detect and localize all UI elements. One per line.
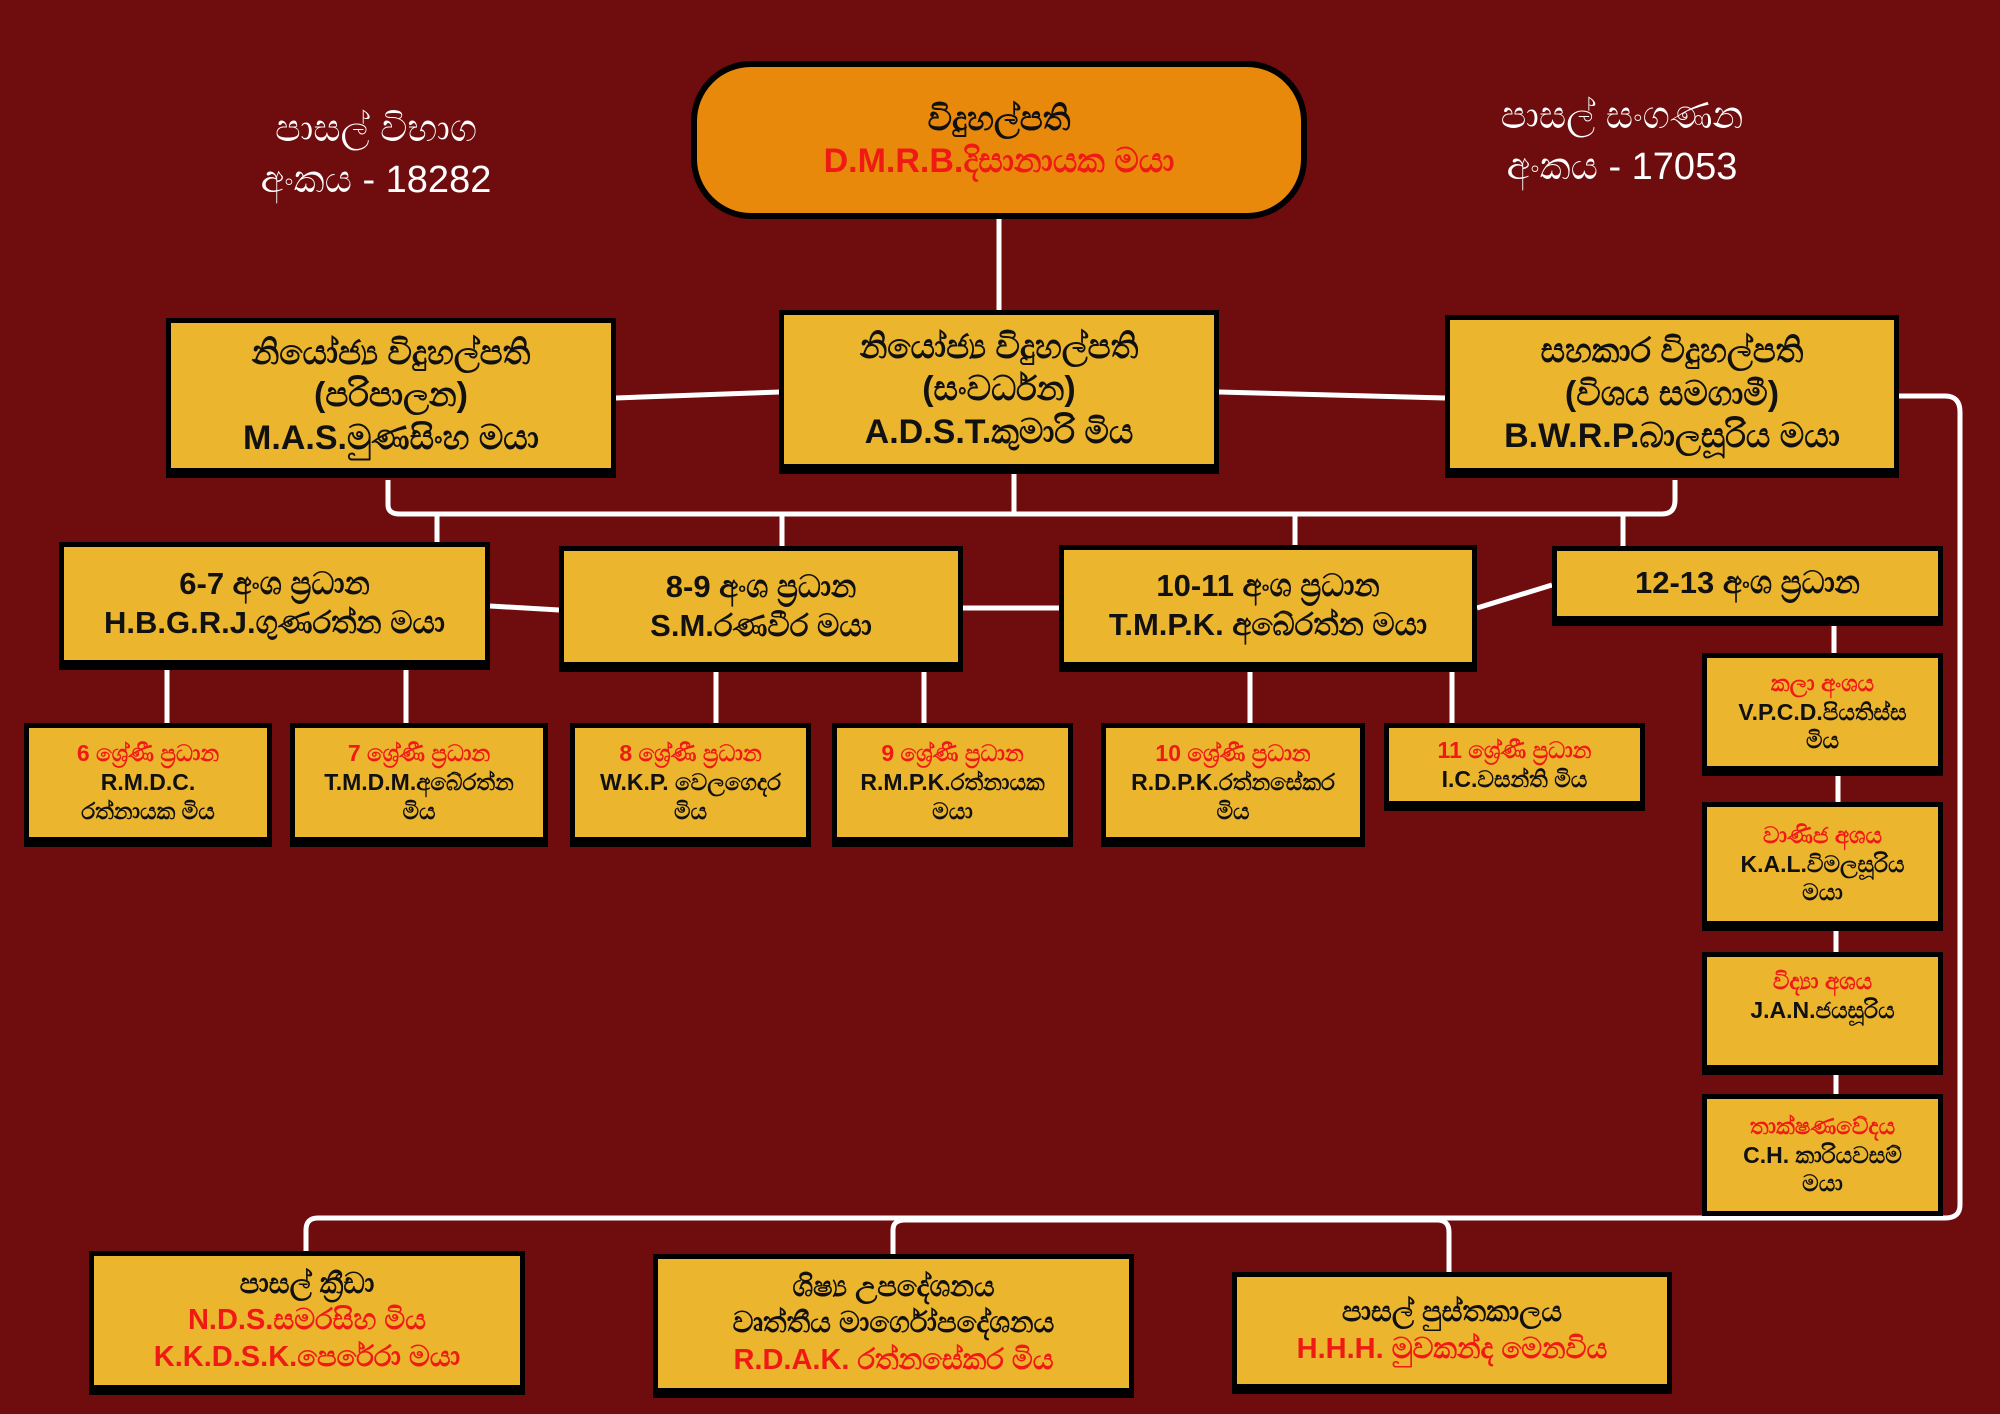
- label-line: පාසල් විභාග: [274, 108, 477, 150]
- person-name: මිය: [673, 797, 708, 824]
- grade-9-box: 9 ශ්‍රේණී ප්‍රධාන R.M.P.K.රත්නායක මයා: [832, 723, 1073, 847]
- person-name: T.M.P.K. අබේරත්න මයා: [1108, 607, 1428, 642]
- role-title: විද්‍යා අශය: [1772, 968, 1873, 994]
- person-name: R.M.P.K.රත්නායක: [860, 769, 1045, 796]
- technology-stream-box: තාක්ෂණවේදය C.H. කාරියවසම් මයා: [1702, 1094, 1943, 1216]
- role-title: ශිෂ්‍ය උපදේශනය: [792, 1271, 995, 1304]
- person-name: මයා: [1802, 879, 1843, 906]
- grade-11-box: 11 ශ්‍රේණී ප්‍රධාන I.C.වසන්ති මිය: [1384, 723, 1645, 811]
- grade-10-box: 10 ශ්‍රේණී ප්‍රධාන R.D.P.K.රත්නසේකර මිය: [1101, 723, 1365, 847]
- person-name: T.M.D.M.අබේරත්න: [324, 769, 514, 796]
- person-name: H.B.G.R.J.ගුණරත්න මයා: [103, 604, 445, 640]
- person-name: V.P.C.D.පියතිස්ස: [1738, 698, 1907, 725]
- role-title: 9 ශ්‍රේණී ප්‍රධාන: [881, 740, 1024, 767]
- role-title: 8 ශ්‍රේණී ප්‍රධාන: [619, 740, 762, 767]
- label-line: පාසල් සංගණන: [1500, 95, 1744, 137]
- person-name: මිය: [402, 797, 436, 824]
- deputy-admin-box: නියෝජ්‍ය විදුහල්පති (පරිපාලන) M.A.S.මුණස…: [166, 318, 616, 478]
- person-name: R.D.A.K. රත්නසේකර මිය: [733, 1343, 1054, 1376]
- principal-box: විදුහල්පති D.M.R.B.දිසානායක මයා: [691, 61, 1307, 219]
- person-name: රත්නායක මිය: [81, 797, 215, 824]
- person-name: C.H. කාරියවසම්: [1743, 1141, 1902, 1168]
- role-title: 10 ශ්‍රේණී ප්‍රධාන: [1155, 740, 1311, 767]
- section-8-9-box: 8-9 අංශ ප්‍රධාන S.M.රණවීර මයා: [559, 546, 963, 672]
- role-title: 7 ශ්‍රේණී ප්‍රධාන: [347, 740, 491, 767]
- role-subtitle: (පරිපාලන): [314, 376, 468, 415]
- person-name: M.A.S.මුණසිංහ මයා: [243, 418, 539, 457]
- label-line: අංකය - 18282: [260, 159, 492, 202]
- role-title: කලා අංශය: [1770, 669, 1875, 696]
- person-name: මිය: [1805, 727, 1840, 754]
- sports-box: පාසල් ක්‍රීඩා N.D.S.සමරසිහ මිය K.K.D.S.K…: [89, 1251, 525, 1395]
- person-name: මිය: [1216, 797, 1250, 824]
- section-10-11-box: 10-11 අංශ ප්‍රධාන T.M.P.K. අබේරත්න මයා: [1059, 545, 1477, 672]
- assistant-principal-box: සහකාර විදුහල්පති (විශය සමගාමී) B.W.R.P.බ…: [1445, 315, 1899, 478]
- person-name: B.W.R.P.බාලසූරිය මයා: [1504, 417, 1840, 456]
- role-title: පාසල් පුස්තකාලය: [1341, 1296, 1563, 1329]
- person-name: මයා: [1802, 1170, 1843, 1197]
- science-stream-box: විද්‍යා අශය J.A.N.ජයසූරිය: [1702, 952, 1943, 1075]
- person-name: D.M.R.B.දිසානායක මයා: [823, 142, 1175, 180]
- role-title: නියෝජ්‍ය විදුහල්පති: [251, 333, 531, 372]
- role-subtitle: වෘත්තීය මාර්ගෝපදේශනය: [732, 1307, 1055, 1340]
- commerce-stream-box: වාණිජ අශය K.A.L.විමලසූරිය මයා: [1702, 802, 1943, 931]
- person-name: K.A.L.විමලසූරිය: [1740, 850, 1905, 877]
- library-box: පාසල් පුස්තකාලය H.H.H. මුවකන්ද මෙනවිය: [1232, 1272, 1672, 1394]
- arts-stream-box: කලා අංශය V.P.C.D.පියතිස්ස මිය: [1702, 653, 1943, 776]
- person-name: S.M.රණවීර මයා: [650, 607, 872, 643]
- person-name: R.M.D.C.: [100, 769, 196, 796]
- census-number-label: පාසල් සංගණන අංකය - 17053: [1501, 91, 1744, 194]
- role-title: පාසල් ක්‍රීඩා: [239, 1268, 375, 1301]
- role-subtitle: (විශය සමගාමී): [1564, 374, 1780, 413]
- person-name: H.H.H. මුවකන්ද මෙනවිය: [1296, 1332, 1608, 1365]
- section-6-7-box: 6-7 අංශ ප්‍රධාන H.B.G.R.J.ගුණරත්න මයා: [59, 542, 490, 670]
- role-title: 8-9 අංශ ප්‍රධාන: [665, 568, 857, 604]
- role-title: 6-7 අංශ ප්‍රධාන: [179, 565, 370, 601]
- grade-7-box: 7 ශ්‍රේණී ප්‍රධාන T.M.D.M.අබේරත්න මිය: [290, 723, 548, 847]
- role-title: වාණිජ අශය: [1762, 821, 1883, 848]
- person-name: R.D.P.K.රත්නසේකර: [1131, 769, 1335, 796]
- person-name: මයා: [932, 797, 973, 824]
- role-title: 10-11 අංශ ප්‍රධාන: [1156, 568, 1380, 604]
- person-name: W.K.P. වෙලගෙදර: [600, 769, 781, 796]
- label-line: අංකය - 17053: [1506, 146, 1738, 189]
- grade-6-box: 6 ශ්‍රේණී ප්‍රධාන R.M.D.C. රත්නායක මිය: [24, 723, 272, 847]
- person-name: N.D.S.සමරසිහ මිය: [187, 1304, 427, 1337]
- role-title: 12-13 අංශ ප්‍රධාන: [1635, 565, 1860, 601]
- exam-number-label: පාසල් විභාග අංකය - 18282: [261, 104, 492, 207]
- section-12-13-box: 12-13 අංශ ප්‍රධාන: [1552, 546, 1943, 626]
- grade-8-box: 8 ශ්‍රේණී ප්‍රධාන W.K.P. වෙලගෙදර මිය: [570, 723, 811, 847]
- role-title: සහකාර විදුහල්පති: [1540, 332, 1804, 371]
- role-subtitle: (සංවර්ධන): [922, 370, 1076, 409]
- person-name: A.D.S.T.කුමාරි මිය: [864, 412, 1134, 451]
- role-title: 6 ශ්‍රේණී ප්‍රධාන: [76, 740, 220, 767]
- person-name: J.A.N.ජයසූරිය: [1750, 996, 1895, 1023]
- role-title: 11 ශ්‍රේණී ප්‍රධාන: [1437, 736, 1592, 763]
- role-title: නියෝජ්‍ය විදුහල්පති: [859, 327, 1139, 366]
- person-name: I.C.වසන්ති මිය: [1441, 765, 1588, 792]
- deputy-development-box: නියෝජ්‍ය විදුහල්පති (සංවර්ධන) A.D.S.T.කු…: [779, 310, 1219, 474]
- counseling-box: ශිෂ්‍ය උපදේශනය වෘත්තීය මාර්ගෝපදේශනය R.D.…: [653, 1254, 1134, 1398]
- person-name: K.K.D.S.K.පෙරේරා මයා: [153, 1340, 461, 1373]
- role-title: විදුහල්පති: [927, 99, 1071, 138]
- role-title: තාක්ෂණවේදය: [1749, 1112, 1896, 1139]
